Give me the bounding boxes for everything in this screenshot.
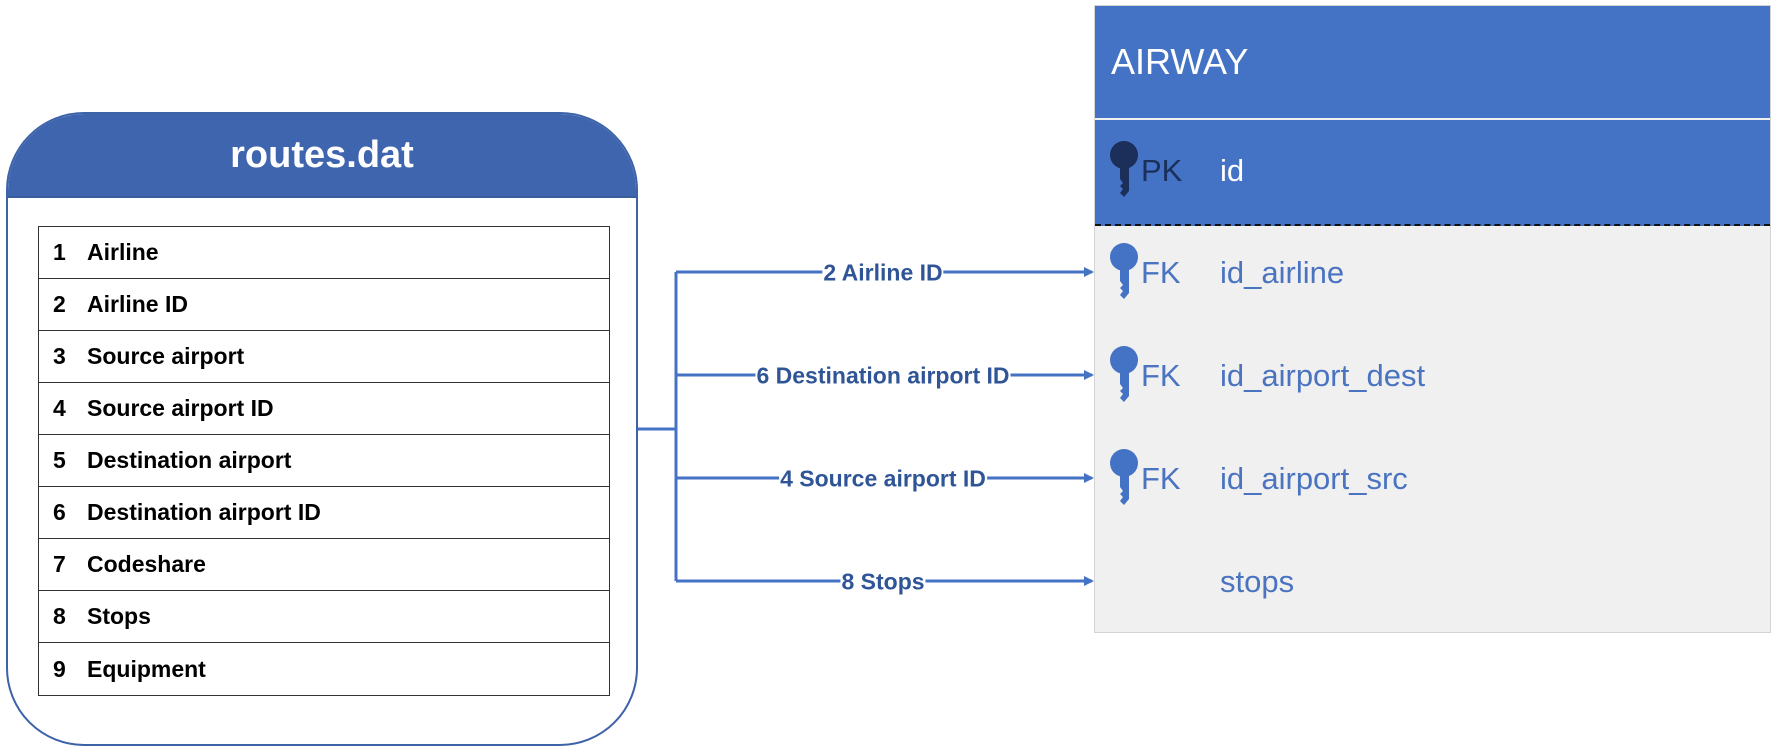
mapping-label-destination-airport-id: 6 Destination airport ID (755, 362, 1011, 389)
field-name: Airline (87, 239, 159, 265)
column-row-id-airline: FK id_airline (1095, 238, 1770, 308)
field-name: Codeshare (87, 551, 206, 577)
routes-field-list: 1 Airline 2 Airline ID 3 Source airport … (38, 226, 610, 696)
field-row-source-airport-id: 4 Source airport ID (39, 383, 609, 435)
airway-table-title: AIRWAY (1095, 6, 1770, 118)
column-name: id_airport_dest (1220, 358, 1426, 393)
routes-file-title: routes.dat (8, 114, 636, 198)
field-row-codeshare: 7 Codeshare (39, 539, 609, 591)
foreign-key-label: FK (1141, 358, 1181, 393)
field-number: 1 (53, 239, 66, 265)
field-number: 2 (53, 291, 66, 317)
field-name: Source airport (87, 343, 245, 369)
column-row-id-airport-src: FK id_airport_src (1095, 444, 1770, 514)
field-number: 6 (53, 499, 66, 525)
field-name: Stops (87, 603, 151, 629)
field-row-equipment: 9 Equipment (39, 643, 609, 695)
field-row-stops: 8 Stops (39, 591, 609, 643)
column-name: stops (1220, 564, 1295, 599)
field-number: 5 (53, 447, 66, 473)
field-number: 7 (53, 551, 66, 577)
foreign-key-label: FK (1141, 255, 1181, 290)
foreign-key-label: FK (1141, 461, 1181, 496)
mapping-label-airline-id: 2 Airline ID (822, 259, 944, 286)
key-icon (1110, 449, 1138, 505)
key-icon (1110, 141, 1138, 197)
field-number: 4 (53, 395, 66, 421)
field-name: Equipment (87, 655, 206, 682)
column-name: id (1220, 153, 1245, 188)
mapping-label-stops: 8 Stops (840, 568, 926, 595)
mapping-label-source-airport-id: 4 Source airport ID (779, 465, 987, 492)
column-row-id: PK id (1095, 136, 1770, 206)
field-name: Source airport ID (87, 395, 274, 421)
airway-table: AIRWAY PK id FK id_airline FK id_airport… (1094, 5, 1771, 633)
field-number: 8 (53, 603, 66, 629)
column-name: id_airline (1220, 255, 1345, 290)
routes-file-card: routes.dat 1 Airline 2 Airline ID 3 Sour… (6, 112, 638, 746)
key-icon (1110, 346, 1138, 402)
field-number: 9 (53, 655, 66, 682)
field-name: Airline ID (87, 291, 188, 317)
column-row-id-airport-dest: FK id_airport_dest (1095, 341, 1770, 411)
field-row-airline: 1 Airline (39, 227, 609, 279)
key-icon (1110, 243, 1138, 299)
field-row-destination-airport: 5 Destination airport (39, 435, 609, 487)
field-name: Destination airport (87, 447, 292, 473)
primary-key-label: PK (1141, 153, 1183, 188)
field-row-airline-id: 2 Airline ID (39, 279, 609, 331)
column-name: id_airport_src (1220, 461, 1408, 496)
primary-key-section: PK id (1095, 120, 1770, 226)
field-row-destination-airport-id: 6 Destination airport ID (39, 487, 609, 539)
field-name: Destination airport ID (87, 499, 321, 525)
column-row-stops: stops (1095, 547, 1770, 617)
field-row-source-airport: 3 Source airport (39, 331, 609, 383)
field-number: 3 (53, 343, 66, 369)
